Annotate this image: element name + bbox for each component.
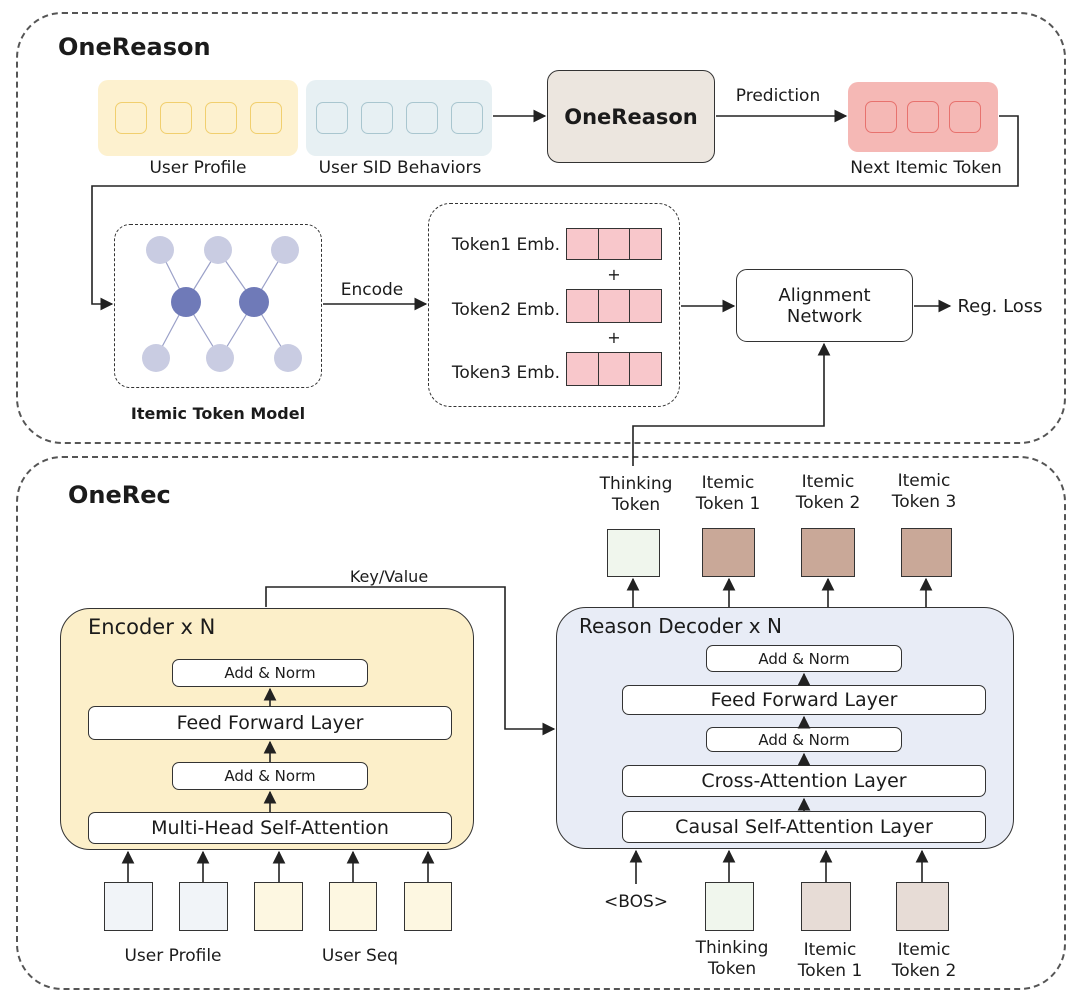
encoder-feed-forward: Feed Forward Layer — [88, 706, 452, 740]
decoder-add-norm-bottom: Add & Norm — [706, 727, 902, 752]
next-token-cell — [949, 101, 981, 133]
dec-thinking-label: Thinking Token — [695, 938, 769, 979]
next-token-label: Next Itemic Token — [850, 158, 1002, 178]
decoder-causal-attention: Causal Self-Attention Layer — [622, 811, 986, 843]
token-model-box — [114, 224, 322, 388]
decoder-title: Reason Decoder x N — [579, 614, 782, 638]
profile-cell — [249, 102, 282, 134]
reg-loss-label: Reg. Loss — [957, 296, 1043, 317]
encode-label: Encode — [340, 280, 404, 300]
sid-cell — [405, 102, 438, 134]
profile-cell — [114, 102, 147, 134]
decoder-add-norm-top: Add & Norm — [706, 645, 902, 672]
user-sid-label: User SID Behaviors — [318, 158, 482, 178]
out-thinking-token — [607, 529, 660, 577]
encoder-add-norm-bottom: Add & Norm — [172, 762, 368, 790]
enc-input-seq-2 — [329, 882, 377, 931]
dec-input-thinking — [705, 882, 754, 931]
decoder-cross-attention: Cross-Attention Layer — [622, 765, 986, 797]
dec-itemic1-label: Itemic Token 1 — [797, 940, 863, 981]
dec-input-itemic-2 — [896, 882, 949, 931]
onerec-region — [16, 456, 1066, 990]
onereason-title: OneReason — [58, 33, 211, 61]
next-token-cell — [865, 101, 897, 133]
onereason-model-label: OneReason — [564, 104, 698, 129]
dec-itemic2-label: Itemic Token 2 — [891, 940, 957, 981]
prediction-label: Prediction — [735, 86, 821, 106]
sid-cell — [315, 102, 348, 134]
out-itemic-token-3 — [901, 528, 952, 577]
enc-input-seq-1 — [254, 882, 303, 931]
token1-emb-label: Token1 Emb. — [451, 235, 560, 255]
onerec-title: OneRec — [68, 481, 171, 509]
profile-cell — [159, 102, 192, 134]
encoder-self-attention: Multi-Head Self-Attention — [88, 812, 452, 844]
token2-emb-label: Token2 Emb. — [451, 300, 560, 320]
encoder-title: Encoder x N — [88, 615, 216, 639]
token3-emb-label: Token3 Emb. — [451, 363, 560, 383]
user-profile-label: User Profile — [149, 158, 247, 178]
out-itemic2-label: Itemic Token 2 — [795, 472, 861, 513]
enc-input-profile-1 — [104, 882, 153, 931]
sid-cell — [450, 102, 483, 134]
token2-emb-bar — [566, 289, 662, 323]
alignment-network-box: Alignment Network — [736, 269, 913, 342]
user-profile-panel — [98, 80, 298, 156]
dec-input-itemic-1 — [801, 882, 851, 931]
enc-user-seq-label: User Seq — [321, 946, 399, 966]
out-thinking-label: Thinking Token — [599, 474, 673, 515]
encoder-add-norm-top: Add & Norm — [172, 659, 368, 687]
profile-cell — [204, 102, 237, 134]
next-token-cell — [907, 101, 939, 133]
plus-1: + — [607, 265, 621, 284]
decoder-feed-forward: Feed Forward Layer — [622, 685, 986, 715]
token-model-label: Itemic Token Model — [130, 404, 306, 423]
plus-2: + — [607, 328, 621, 347]
key-value-label: Key/Value — [349, 567, 429, 586]
out-itemic-token-1 — [702, 528, 755, 577]
enc-input-profile-2 — [179, 882, 228, 931]
enc-input-seq-3 — [404, 882, 452, 931]
sid-cell — [360, 102, 393, 134]
out-itemic1-label: Itemic Token 1 — [695, 473, 761, 514]
token3-emb-bar — [566, 352, 662, 386]
onereason-region — [16, 12, 1066, 444]
bos-label: <BOS> — [603, 892, 669, 912]
next-token-panel — [848, 82, 998, 152]
out-itemic-token-2 — [801, 528, 855, 577]
user-sid-panel — [306, 80, 492, 156]
out-itemic3-label: Itemic Token 3 — [891, 471, 957, 512]
onereason-model-box: OneReason — [547, 70, 715, 163]
alignment-network-label: Alignment Network — [778, 284, 871, 327]
enc-user-profile-label: User Profile — [124, 946, 222, 966]
token1-emb-bar — [566, 228, 662, 260]
